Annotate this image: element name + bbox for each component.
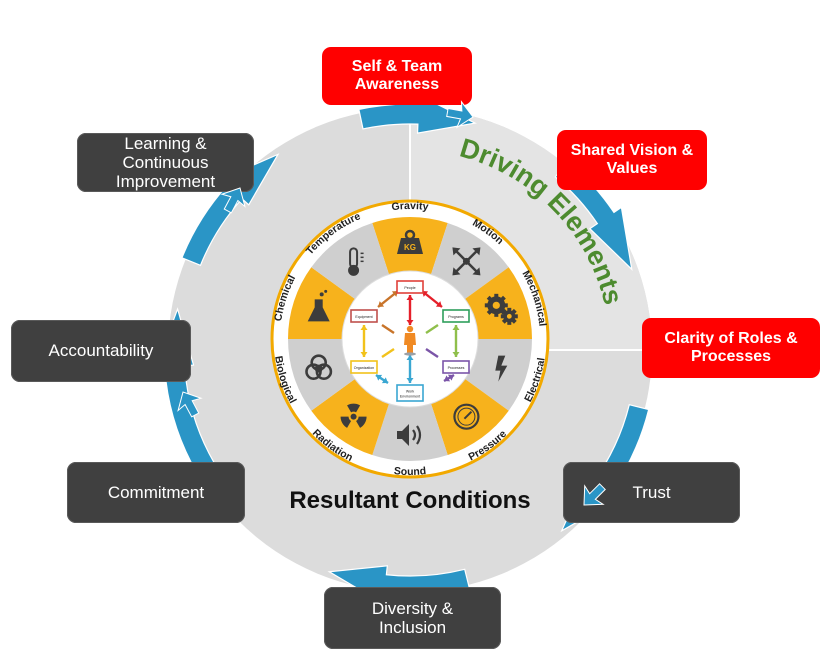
resultant-box-trust[interactable]: Trust bbox=[563, 462, 740, 523]
hub-node-programs: Programs bbox=[442, 309, 470, 323]
hazard-wheel: GravityKGMotionMechanicalElectricalPress… bbox=[270, 199, 550, 479]
resultant-box-learning-improvement[interactable]: Learning & Continuous Improvement bbox=[77, 133, 254, 192]
hub-pointer-arrow bbox=[425, 324, 439, 334]
person-icon bbox=[404, 325, 416, 356]
driving-box-label: Shared Vision & Values bbox=[570, 142, 694, 177]
hub-node-label: Programs bbox=[448, 315, 464, 319]
driving-box-label: Clarity of Roles & Processes bbox=[664, 330, 798, 365]
hub-node-label: People bbox=[404, 286, 415, 290]
hub-arrow bbox=[452, 325, 460, 357]
resultant-box-accountability[interactable]: Accountability bbox=[11, 320, 191, 382]
resultant-conditions-title: Resultant Conditions bbox=[289, 487, 530, 514]
weight-kg-icon: KG bbox=[397, 229, 423, 254]
hub-arrow bbox=[406, 295, 414, 325]
resultant-box-label: Accountability bbox=[48, 341, 154, 361]
wheel-segment-sound: Sound bbox=[372, 403, 448, 478]
thermometer-icon bbox=[348, 247, 364, 276]
wheel-segment-fill bbox=[311, 378, 389, 456]
resultant-box-commitment[interactable]: Commitment bbox=[67, 462, 245, 523]
gears-icon bbox=[484, 293, 518, 325]
hub-node-label: Organization bbox=[354, 366, 374, 370]
gauge-icon bbox=[453, 403, 480, 430]
wheel-segment-mechanical: Mechanical bbox=[465, 267, 548, 339]
hub-pointer-arrow bbox=[381, 348, 395, 358]
resultant-box-label: Trust bbox=[632, 482, 671, 502]
hub-pointer-arrow bbox=[425, 348, 439, 358]
move-arrows-icon bbox=[452, 247, 481, 276]
hub-node-label: Environment bbox=[400, 395, 420, 399]
resultant-box-diversity-inclusion[interactable]: Diversity & Inclusion bbox=[324, 587, 501, 649]
driving-box-clarity-roles-processes[interactable]: Clarity of Roles & Processes bbox=[642, 318, 820, 378]
wheel-label: Gravity bbox=[391, 200, 429, 213]
wheel-segment-fill bbox=[465, 339, 532, 411]
hub-node-label: Processes bbox=[448, 366, 465, 370]
driving-box-self-team-awareness[interactable]: Self & Team Awareness bbox=[322, 47, 472, 105]
wheel-label: Sound bbox=[393, 465, 426, 478]
resultant-box-label: Diversity & Inclusion bbox=[371, 598, 454, 637]
hub-arrow bbox=[443, 373, 455, 383]
driving-box-shared-vision-values[interactable]: Shared Vision & Values bbox=[557, 130, 707, 190]
hub-node-label: Work bbox=[406, 390, 415, 394]
resultant-box-label: Commitment bbox=[107, 482, 205, 502]
flask-icon bbox=[307, 289, 330, 322]
driving-box-label: Self & Team Awareness bbox=[351, 58, 443, 93]
svg-text:KG: KG bbox=[404, 243, 416, 252]
hub-pointer-arrow bbox=[381, 324, 395, 334]
wheel-segment-fill bbox=[372, 403, 448, 462]
hub-node-label: Equipment bbox=[355, 315, 372, 319]
hub-arrow bbox=[360, 325, 368, 357]
hub-node-processes: Processes bbox=[442, 360, 470, 374]
wheel-segment-fill bbox=[431, 378, 509, 456]
wheel-segment-fill bbox=[288, 339, 355, 411]
hub-arrow bbox=[375, 374, 389, 384]
speaker-icon bbox=[397, 424, 422, 446]
lightning-icon bbox=[495, 355, 508, 382]
radiation-icon bbox=[340, 403, 367, 428]
biohazard-icon bbox=[305, 354, 333, 380]
resultant-box-label: Learning & Continuous Improvement bbox=[115, 133, 216, 192]
hub-node-people: People bbox=[396, 280, 424, 294]
hub-arrow bbox=[406, 355, 414, 383]
hub-node-organization: Organization bbox=[350, 360, 378, 374]
hub-node-equipment: Equipment bbox=[350, 309, 378, 323]
